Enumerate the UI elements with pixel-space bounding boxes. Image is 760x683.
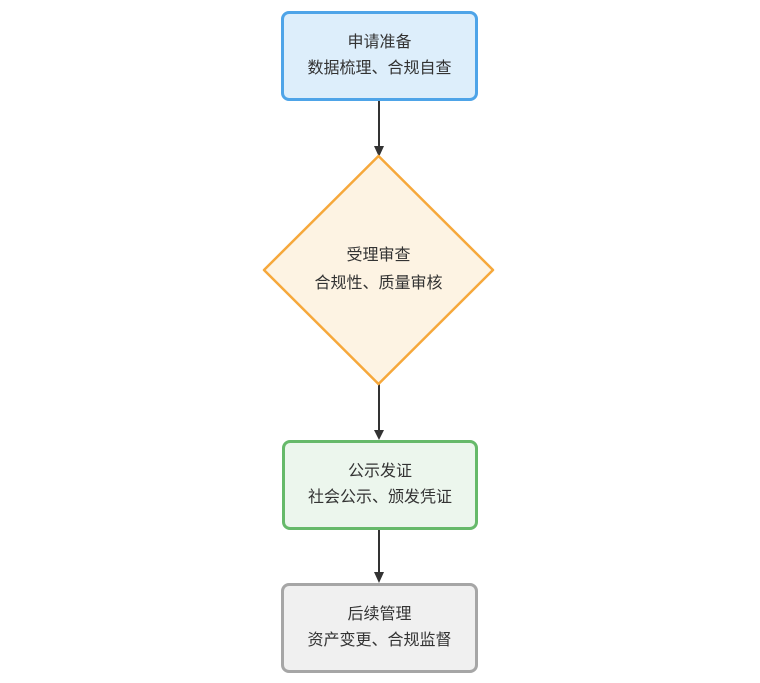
node-prepare: 申请准备 数据梳理、合规自查 — [281, 11, 478, 101]
node-publish-title: 公示发证 — [347, 463, 412, 480]
node-prepare-subtitle: 数据梳理、合规自查 — [307, 60, 452, 77]
node-publish-subtitle: 社会公示、颁发凭证 — [307, 489, 452, 506]
node-manage-title: 后续管理 — [347, 606, 412, 623]
node-manage: 后续管理 资产变更、合规监督 — [281, 583, 478, 673]
edge-review-to-publish — [374, 384, 384, 440]
arrowhead-icon — [374, 430, 384, 440]
node-manage-subtitle: 资产变更、合规监督 — [307, 632, 452, 649]
arrowhead-icon — [374, 572, 384, 583]
arrowhead-icon — [374, 146, 384, 157]
edge-publish-to-manage — [374, 530, 384, 583]
edge-prepare-to-review — [374, 101, 384, 157]
decision-diamond-shape — [262, 154, 495, 386]
node-publish: 公示发证 社会公示、颁发凭证 — [282, 440, 478, 530]
node-prepare-title: 申请准备 — [347, 34, 412, 51]
